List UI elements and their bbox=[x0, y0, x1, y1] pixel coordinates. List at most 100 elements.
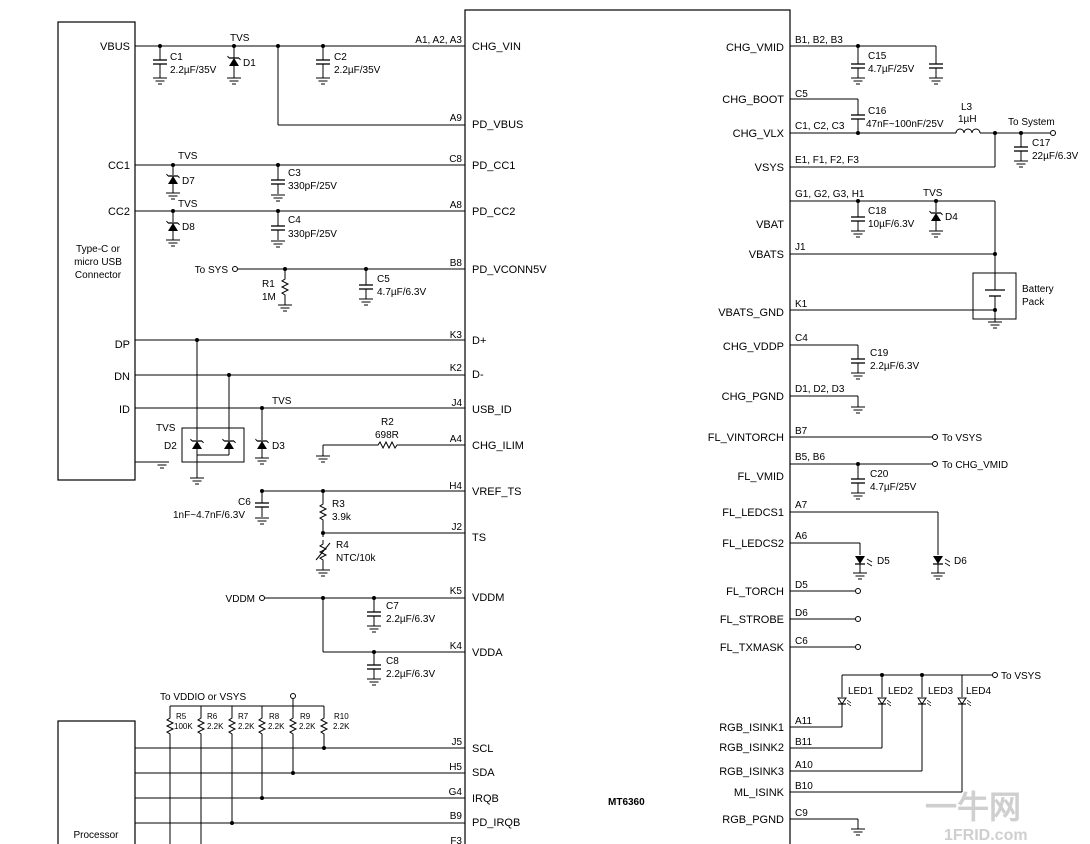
pin-chg-vlx: CHG_VLX bbox=[733, 128, 785, 140]
ball-chg-vmid: B1, B2, B3 bbox=[795, 35, 843, 46]
watermark-sub: 1FRID.com bbox=[944, 827, 1028, 844]
ball-pd-cc2: A8 bbox=[450, 200, 463, 211]
pin-rgb-isink3: RGB_ISINK3 bbox=[719, 766, 784, 778]
r8-label: R8 bbox=[269, 712, 280, 721]
r6-label: R6 bbox=[207, 712, 218, 721]
led1-label: LED1 bbox=[848, 686, 873, 697]
ball-dminus: K2 bbox=[450, 363, 463, 374]
pin-pd-vconn5v: PD_VCONN5V bbox=[472, 264, 547, 276]
connector-label-3: Connector bbox=[75, 270, 122, 281]
tvs-label-d8: TVS bbox=[178, 199, 198, 210]
tvs-label-d4: TVS bbox=[923, 188, 943, 199]
c15-label: C15 bbox=[868, 51, 887, 62]
pin-fl-ledcs2: FL_LEDCS2 bbox=[722, 538, 784, 550]
c3-label: C3 bbox=[288, 168, 301, 179]
vddm-label: VDDM bbox=[226, 594, 255, 605]
ball-rgb-pgnd: C9 bbox=[795, 808, 808, 819]
watermark: 一牛网 1FRID.com bbox=[925, 789, 1028, 844]
processor-box bbox=[57, 720, 136, 844]
c1-value: 2.2µF/35V bbox=[170, 65, 217, 76]
ball-chg-vin: A1, A2, A3 bbox=[415, 35, 462, 46]
vddp-net: C19 2.2µF/6.3V bbox=[790, 344, 919, 414]
ball-chg-pgnd: D1, D2, D3 bbox=[795, 384, 845, 395]
pin-fl-vmid: FL_VMID bbox=[738, 471, 785, 483]
c4-value: 330pF/25V bbox=[288, 229, 337, 240]
r3-label: R3 bbox=[332, 499, 345, 510]
to-system-label: To System bbox=[1008, 117, 1055, 128]
pin-ts: TS bbox=[472, 532, 486, 544]
c7-value: 2.2µF/6.3V bbox=[386, 614, 435, 625]
pin-rgb-isink2: RGB_ISINK2 bbox=[719, 742, 784, 754]
to-chg-vmid-label: To CHG_VMID bbox=[942, 460, 1008, 471]
right-pins: CHG_VMID B1, B2, B3 CHG_BOOT C5 CHG_VLX … bbox=[708, 35, 865, 826]
c20-label: C20 bbox=[870, 469, 889, 480]
pin-sda: SDA bbox=[472, 767, 495, 779]
pin-usb-id: USB_ID bbox=[472, 404, 512, 416]
c8-value: 2.2µF/6.3V bbox=[386, 669, 435, 680]
c17-label: C17 bbox=[1032, 138, 1051, 149]
c2-label: C2 bbox=[334, 52, 347, 63]
pin-dn: DN bbox=[114, 371, 130, 383]
to-sys-label: To SYS bbox=[195, 265, 229, 276]
chg-vmid-net: C15 4.7µF/25V bbox=[790, 44, 944, 85]
c6-value: 1nF~4.7nF/6.3V bbox=[173, 510, 245, 521]
ball-fl-strobe: D6 bbox=[795, 608, 808, 619]
pin-vbats-gnd: VBATS_GND bbox=[718, 307, 784, 319]
pin-vbat: VBAT bbox=[756, 219, 784, 231]
c18-value: 10µF/6.3V bbox=[868, 219, 915, 230]
r7-value: 2.2K bbox=[238, 722, 255, 731]
ts-net: C6 1nF~4.7nF/6.3V R3 3.9k R4 NTC/10k bbox=[173, 489, 465, 577]
ball-pd-vbus: A9 bbox=[450, 113, 463, 124]
ball-irqb: G4 bbox=[449, 787, 463, 798]
c8-label: C8 bbox=[386, 656, 399, 667]
ball-pd-vconn5v: B8 bbox=[450, 258, 463, 269]
pin-irqb: IRQB bbox=[472, 793, 499, 805]
pin-rgb-pgnd: RGB_PGND bbox=[722, 814, 784, 826]
pin-chg-vddp: CHG_VDDP bbox=[723, 341, 784, 353]
r9-value: 2.2K bbox=[299, 722, 316, 731]
r5-value: 100K bbox=[174, 722, 193, 731]
ball-rgb-isink1: A11 bbox=[795, 716, 812, 727]
ilim-net: R2 698R bbox=[315, 417, 465, 463]
c5-value: 4.7µF/6.3V bbox=[377, 287, 426, 298]
pin-chg-boot: CHG_BOOT bbox=[722, 94, 784, 106]
c1-label: C1 bbox=[170, 52, 183, 63]
pin-dplus: D+ bbox=[472, 335, 486, 347]
d8-label: D8 bbox=[182, 222, 195, 233]
vconn-net: To SYS R1 1M C5 4.7µF/6.3V bbox=[195, 265, 465, 312]
pin-dp: DP bbox=[115, 339, 130, 351]
ball-vdda: K4 bbox=[450, 641, 463, 652]
ball-vsys: E1, F1, F2, F3 bbox=[795, 155, 859, 166]
ball-dplus: K3 bbox=[450, 330, 463, 341]
vbus-net: C1 2.2µF/35V TVS D1 C2 2.2µF/35V bbox=[135, 33, 465, 126]
l3-value: 1µH bbox=[958, 114, 977, 125]
ball-scl: J5 bbox=[451, 737, 462, 748]
r1-value: 1M bbox=[262, 292, 276, 303]
tvs-label-d2: TVS bbox=[156, 423, 176, 434]
ball-ts: J2 bbox=[451, 522, 462, 533]
pin-cc2: CC2 bbox=[108, 206, 130, 218]
tvs-label-d1: TVS bbox=[230, 33, 250, 44]
ball-rgb-isink2: B11 bbox=[795, 737, 812, 748]
rgb-led-net: To VSYS LED1 LED2 LED3 LED4 bbox=[790, 671, 1041, 836]
ball-vddm: K5 bbox=[450, 586, 463, 597]
pin-pd-cc2: PD_CC2 bbox=[472, 206, 515, 218]
r1-label: R1 bbox=[262, 279, 275, 290]
chip-box bbox=[464, 9, 791, 844]
r10-value: 2.2K bbox=[333, 722, 350, 731]
led3-label: LED3 bbox=[928, 686, 953, 697]
to-vsys-label-2: To VSYS bbox=[1001, 671, 1041, 682]
c4-label: C4 bbox=[288, 215, 301, 226]
ball-vbats: J1 bbox=[795, 242, 806, 253]
watermark-main: 一牛网 bbox=[925, 789, 1021, 825]
flash-net: To VSYS To CHG_VMID C20 4.7µF/25V D6 D5 bbox=[790, 433, 1008, 650]
ball-vbat: G1, G2, G3, H1 bbox=[795, 189, 865, 200]
r5-label: R5 bbox=[176, 712, 187, 721]
led2-label: LED2 bbox=[888, 686, 913, 697]
ball-fl-ledcs2: A6 bbox=[795, 531, 808, 542]
d7-label: D7 bbox=[182, 176, 195, 187]
r2-value: 698R bbox=[375, 430, 399, 441]
pin-vbats: VBATS bbox=[749, 249, 784, 261]
i2c-net: To VDDIO or VSYS R5 100K R6 2.2K R7 2.2K… bbox=[135, 692, 465, 844]
